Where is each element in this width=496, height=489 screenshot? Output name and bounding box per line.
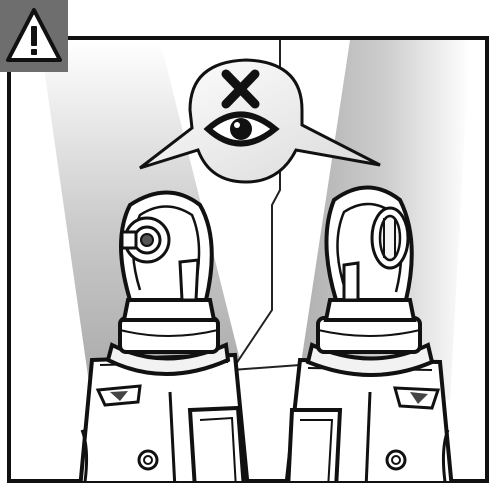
- eye-icon: [208, 115, 275, 144]
- warning-badge: [0, 0, 68, 72]
